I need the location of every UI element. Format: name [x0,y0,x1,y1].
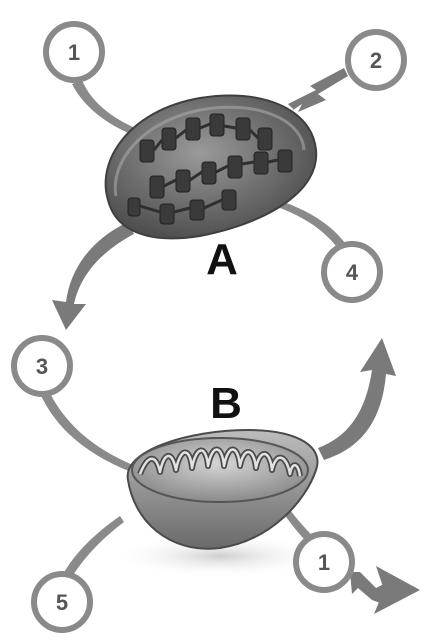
callout-1-top-label: 1 [68,40,80,65]
organelle-a-body [106,95,317,238]
callout-3-label: 3 [36,354,48,379]
callout-2: 2 [348,32,404,88]
callout-5: 5 [34,574,90,630]
callout-1-bottom: 1 [296,534,352,590]
callout-1-top: 1 [46,24,102,80]
callout-5-label: 5 [56,590,68,615]
callout-4-label: 4 [346,260,359,285]
label-organelle-a: A [206,235,238,284]
callout-4: 4 [324,244,380,300]
callout-2-label: 2 [370,48,382,73]
arrow-a-to-b [52,222,134,330]
label-organelle-b: B [210,379,242,428]
organelle-b-body [128,430,318,549]
callout-1-bottom-label: 1 [318,550,330,575]
callout-3: 3 [14,338,70,394]
arrow-b-up [318,338,396,460]
